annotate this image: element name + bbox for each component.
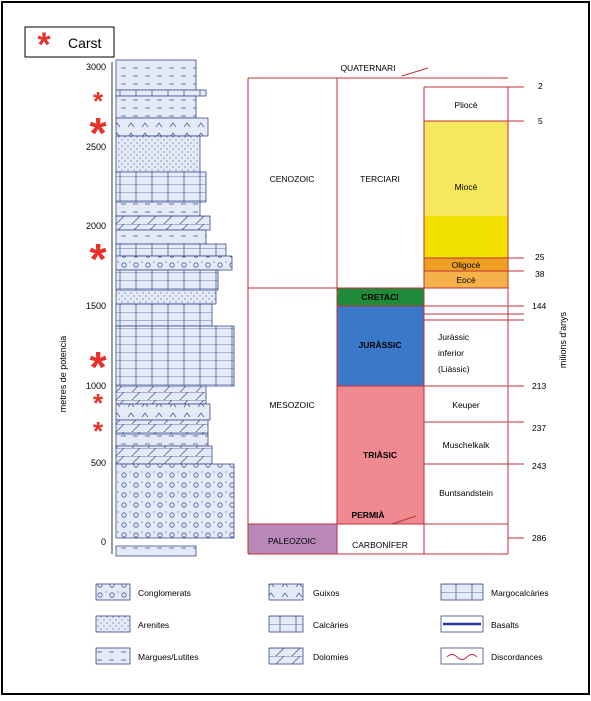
period-labels: QUATERNARI TERCIARI CRETACI JURÀSSIC TRI… xyxy=(340,63,407,550)
depth-tick: 1500 xyxy=(86,301,106,311)
epoch-label-muschelkalk: Muschelkalk xyxy=(443,440,491,450)
age-label: 144 xyxy=(532,301,546,311)
age-label: 237 xyxy=(532,423,546,433)
depth-tick: 3000 xyxy=(86,62,106,72)
depth-tick: 500 xyxy=(91,458,106,468)
age-labels: 2 5 25 38 144 213 237 243 286 xyxy=(532,81,546,543)
carst-star-icon: * xyxy=(93,416,104,446)
era-label-mesozoic: MESOZOIC xyxy=(269,400,314,410)
epoch-label-jurassic-inferior: (Liàssic) xyxy=(438,364,470,374)
time-scale-grid xyxy=(247,67,524,555)
epoch-labels: Pliocè Miocè Oligocè Eocè Juràssic infer… xyxy=(438,100,493,498)
arenites-swatch xyxy=(95,615,131,633)
epoch-label-keuper: Keuper xyxy=(452,400,480,410)
discordances-swatch xyxy=(440,647,484,665)
dolomies-swatch xyxy=(268,647,304,665)
margocalcaries-swatch xyxy=(440,583,484,601)
discordances-wave xyxy=(446,654,478,660)
epoch-label-eoce: Eocè xyxy=(456,275,476,285)
calcaries-swatch xyxy=(268,615,304,633)
carst-star-icon: * xyxy=(93,388,104,418)
depth-tick: 2500 xyxy=(86,142,106,152)
stratigraphic-column xyxy=(115,59,235,557)
legend-label-arenites: Arenites xyxy=(138,620,169,630)
era-label-cenozoic: CENOZOIC xyxy=(270,174,315,184)
paleozoic-fill xyxy=(248,524,337,554)
period-label-triasic: TRIÀSIC xyxy=(363,450,397,460)
legend-labels: Conglomerats Arenites Margues/Lutites Gu… xyxy=(138,588,549,662)
age-label: 5 xyxy=(538,116,543,126)
legend-label-discordances: Discordances xyxy=(491,652,543,662)
legend-label-basalts: Basalts xyxy=(491,620,519,630)
mioce-lower-fill xyxy=(424,216,508,258)
period-label-cretaci: CRETACI xyxy=(361,292,398,302)
age-label: 243 xyxy=(532,461,546,471)
carst-star-icon: * xyxy=(93,86,104,116)
age-label: 213 xyxy=(532,381,546,391)
period-label-carbonifer: CARBONÍFER xyxy=(352,540,408,550)
epoch-label-plioce: Pliocè xyxy=(454,100,477,110)
age-label: 25 xyxy=(535,252,545,262)
age-label: 2 xyxy=(538,81,543,91)
period-label-permia: PERMIÀ xyxy=(351,510,384,520)
carst-markers: * * * * * * xyxy=(89,86,107,446)
y-axis-label: metres de potencia xyxy=(58,336,68,413)
legend-label-guixos: Guixos xyxy=(313,588,339,598)
depth-tick: 1000 xyxy=(86,381,106,391)
carst-legend-box xyxy=(24,26,115,58)
epoch-label-mioce: Miocè xyxy=(455,182,478,192)
epoch-label-buntsandstein: Buntsandstein xyxy=(439,488,493,498)
period-label-terciari: TERCIARI xyxy=(360,174,400,184)
oligoce-fill xyxy=(424,258,508,271)
legend xyxy=(95,583,484,665)
carst-label: Carst xyxy=(68,35,102,51)
age-label: 286 xyxy=(532,533,546,543)
epoch-label-jurassic-inferior: Juràssic xyxy=(438,332,470,342)
epoch-label-oligoce: Oligocè xyxy=(452,260,481,270)
eoce-fill xyxy=(424,271,508,288)
carst-star-icon: * xyxy=(89,235,107,284)
guixos-swatch xyxy=(268,583,304,601)
age-label: 38 xyxy=(535,269,545,279)
mioce-fill xyxy=(424,121,508,216)
era-labels: CENOZOIC MESOZOIC PALEOZOIC xyxy=(268,174,316,546)
cretaci-fill xyxy=(337,288,424,306)
legend-label-margues: Margues/Lutites xyxy=(138,652,198,662)
conglomerats-swatch xyxy=(95,583,131,601)
triasic-fill xyxy=(337,386,424,524)
epoch-label-jurassic-inferior: inferior xyxy=(438,348,464,358)
legend-label-dolomies: Dolomies xyxy=(313,652,348,662)
legend-label-margocalcaries: Margocalcàries xyxy=(491,588,549,598)
jurassic-fill xyxy=(337,306,424,386)
era-label-paleozoic: PALEOZOIC xyxy=(268,536,316,546)
right-axis-label: milions d'anys xyxy=(558,311,568,368)
depth-tick: 2000 xyxy=(86,221,106,231)
period-label-jurassic: JURÀSSIC xyxy=(359,340,402,350)
carst-star-icon: * xyxy=(89,109,107,158)
margues-swatch xyxy=(95,647,131,665)
depth-tick: 0 xyxy=(101,537,106,547)
carst-star-icon: * xyxy=(89,343,107,392)
period-label-quaternari: QUATERNARI xyxy=(340,63,395,73)
carst-star-icon: * xyxy=(37,26,51,64)
depth-tick-labels: 3000 2500 2000 1500 1000 500 0 xyxy=(86,62,106,547)
legend-label-calcaries: Calcàries xyxy=(313,620,348,630)
legend-label-conglomerats: Conglomerats xyxy=(138,588,191,598)
